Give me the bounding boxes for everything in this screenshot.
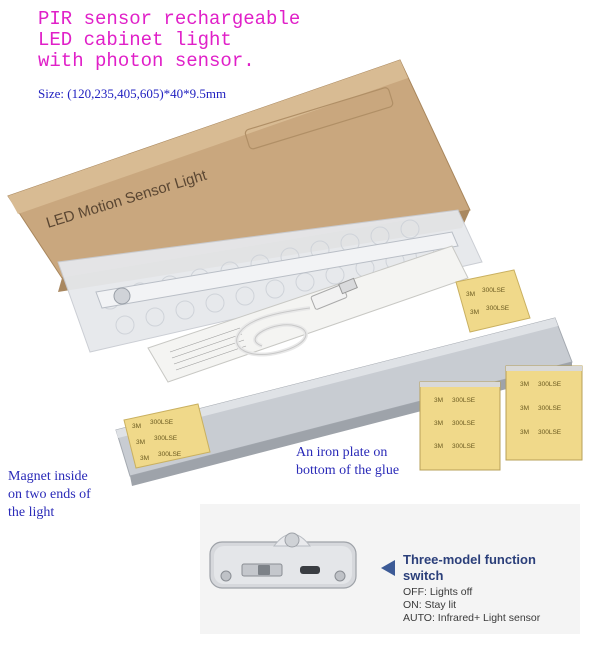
sticker-code: 300LSE xyxy=(482,287,506,294)
sticker-brand: 3M xyxy=(434,443,443,450)
bubble-wrap xyxy=(57,209,483,353)
title-line-3: with photon sensor. xyxy=(38,50,255,72)
caption-line: on two ends of xyxy=(8,487,91,502)
caption-line: the light xyxy=(8,505,55,520)
sticker-brand: 3M xyxy=(520,429,529,436)
product-title: PIR sensor rechargeable LED cabinet ligh… xyxy=(38,9,300,72)
sticker-brand: 3M xyxy=(434,420,443,427)
sticker-brand: 3M xyxy=(140,455,149,462)
pointer-arrow-icon xyxy=(381,560,395,576)
function-panel: Three-model function switch OFF: Lights … xyxy=(200,504,580,634)
function-list: OFF: Lights off ON: Stay lit AUTO: Infra… xyxy=(403,586,540,625)
function-title-line: Three-model function xyxy=(403,552,536,567)
sticker-code: 300LSE xyxy=(158,451,182,458)
sticker-right xyxy=(455,269,531,333)
function-title-line: switch xyxy=(403,568,444,583)
function-item-off: OFF: Lights off xyxy=(403,586,473,598)
sticker-brand: 3M xyxy=(520,381,529,388)
iron-plate-caption: An iron plate on bottom of the glue xyxy=(296,444,399,480)
sticker-code: 300LSE xyxy=(452,443,476,450)
sticker-code: 300LSE xyxy=(538,405,562,412)
switch-closeup xyxy=(209,532,357,589)
function-title: Three-model function switch xyxy=(403,552,536,584)
sticker-pad-1 xyxy=(419,381,501,471)
sticker-brand: 3M xyxy=(466,291,475,298)
sticker-brand: 3M xyxy=(136,439,145,446)
sticker-brand: 3M xyxy=(520,405,529,412)
caption-line: Magnet inside xyxy=(8,469,88,484)
sticker-pad-2 xyxy=(505,365,583,461)
caption-line: bottom of the glue xyxy=(296,463,400,478)
title-line-2: LED cabinet light xyxy=(38,29,232,51)
sticker-code: 300LSE xyxy=(538,381,562,388)
sticker-code: 300LSE xyxy=(538,429,562,436)
sticker-brand: 3M xyxy=(470,309,479,316)
usb-cable xyxy=(234,277,358,357)
sticker-code: 300LSE xyxy=(486,305,510,312)
sticker-brand: 3M xyxy=(434,397,443,404)
function-item-auto: AUTO: Infrared+ Light sensor xyxy=(403,612,541,624)
size-spec: Size: (120,235,405,605)*40*9.5mm xyxy=(38,86,227,101)
title-line-1: PIR sensor rechargeable xyxy=(38,8,301,30)
sticker-brand: 3M xyxy=(132,423,141,430)
caption-line: An iron plate on xyxy=(296,445,388,460)
sticker-code: 300LSE xyxy=(452,420,476,427)
sticker-code: 300LSE xyxy=(154,435,178,442)
magnet-caption: Magnet inside on two ends of the light xyxy=(8,468,91,522)
sticker-left xyxy=(123,403,211,469)
function-item-on: ON: Stay lit xyxy=(403,599,457,611)
sticker-code: 300LSE xyxy=(452,397,476,404)
sticker-code: 300LSE xyxy=(150,419,174,426)
